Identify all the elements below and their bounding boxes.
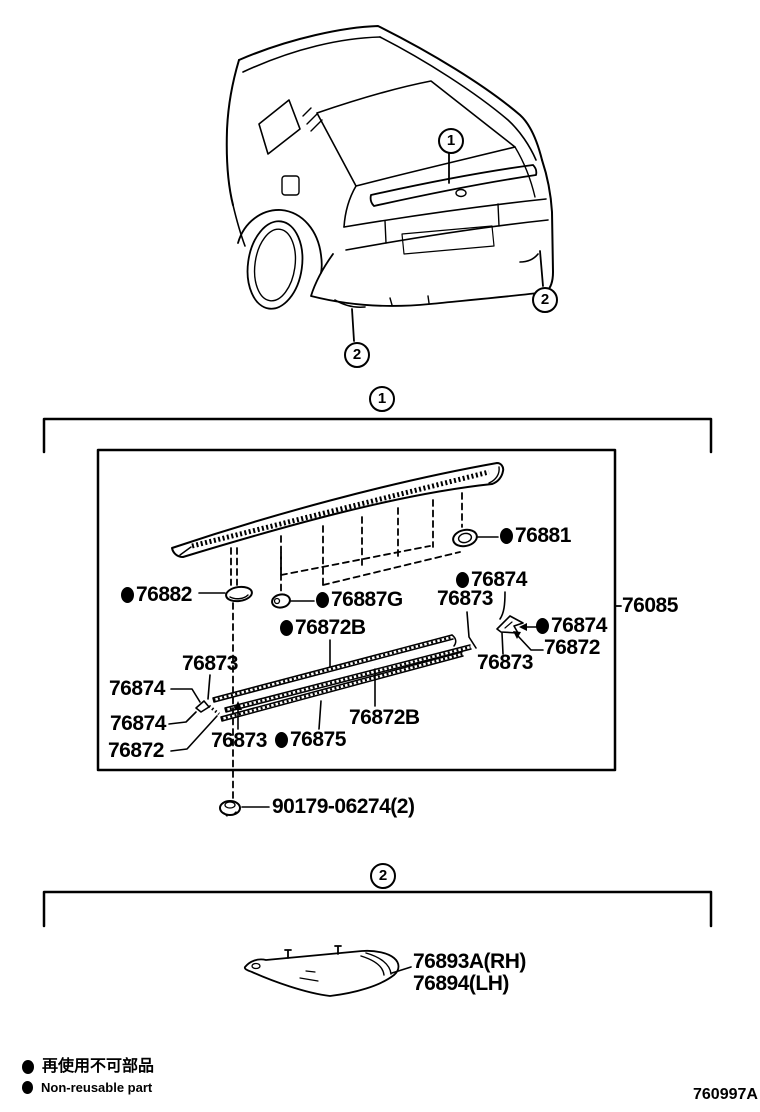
callout2-right-leader	[539, 250, 544, 287]
legend-non-reusable-jp: 再使用不可部品	[22, 1058, 154, 1076]
part-label-76882: 76882	[121, 584, 192, 605]
part-label-76872b-top: 76872B	[280, 617, 366, 638]
non-reusable-dot-icon	[316, 592, 329, 608]
part-label-76872b-bottom: 76872B	[349, 706, 420, 729]
non-reusable-dot-icon	[22, 1081, 33, 1094]
part-label-76874-right: 76874	[536, 615, 607, 636]
part-label-76875: 76875	[275, 729, 346, 750]
grommet-76881	[452, 528, 499, 548]
part-label-76873-left-top: 76873	[182, 652, 238, 675]
part-label-76873-bottom-right: 76873	[477, 651, 533, 674]
non-reusable-dot-icon	[121, 587, 134, 603]
section2-callout: 2	[370, 863, 396, 889]
clip-76882	[198, 585, 253, 603]
non-reusable-dot-icon	[22, 1060, 34, 1074]
part-label-76874-top: 76874	[456, 569, 527, 590]
spoiler-parts-box	[96, 448, 622, 801]
non-reusable-dot-icon	[500, 528, 513, 544]
figure-code: 760997A	[693, 1086, 758, 1103]
callout2-bottom-leader	[351, 308, 355, 342]
clip-right-cluster	[466, 591, 544, 655]
legend-non-reusable-en: Non-reusable part	[22, 1080, 152, 1095]
part-label-76872-right: 76872	[544, 636, 600, 659]
non-reusable-dot-icon	[536, 618, 549, 634]
assembly-label-76085: 76085	[622, 594, 678, 617]
part-label-76873-bottom: 76873	[211, 729, 267, 752]
non-reusable-dot-icon	[456, 572, 469, 588]
clip-left-cluster	[168, 639, 376, 752]
part-label-76872-left: 76872	[108, 739, 164, 762]
non-reusable-dot-icon	[275, 732, 288, 748]
part-label-76893a-rh: 76893A(RH)	[413, 950, 526, 973]
nut-90179	[219, 800, 270, 817]
non-reusable-dot-icon	[280, 620, 293, 636]
part-label-76894-lh: 76894(LH)	[413, 972, 509, 995]
spoiler-mount-dashes	[230, 492, 463, 801]
part-label-76874-left-2: 76874	[110, 712, 166, 735]
car-left-mudguard-callout: 2	[344, 342, 370, 368]
section2-bracket	[42, 890, 713, 928]
part-label-76887g: 76887G	[316, 589, 403, 610]
section1-callout: 1	[369, 386, 395, 412]
car-rear-drawing	[225, 25, 554, 342]
mudguard-drawing	[243, 945, 412, 997]
spoiler-drawing	[171, 462, 505, 558]
fastener-label-90179: 90179-06274(2)	[272, 795, 415, 818]
part-label-76873-mid: 76873	[437, 587, 493, 610]
car-spoiler-callout: 1	[438, 128, 464, 154]
part-label-76874-left-1: 76874	[109, 677, 165, 700]
car-right-mudguard-callout: 2	[532, 287, 558, 313]
part-label-76881: 76881	[500, 525, 571, 546]
section1-bracket	[42, 417, 713, 454]
clip-76887g	[271, 593, 315, 609]
protector-strips	[212, 634, 472, 722]
